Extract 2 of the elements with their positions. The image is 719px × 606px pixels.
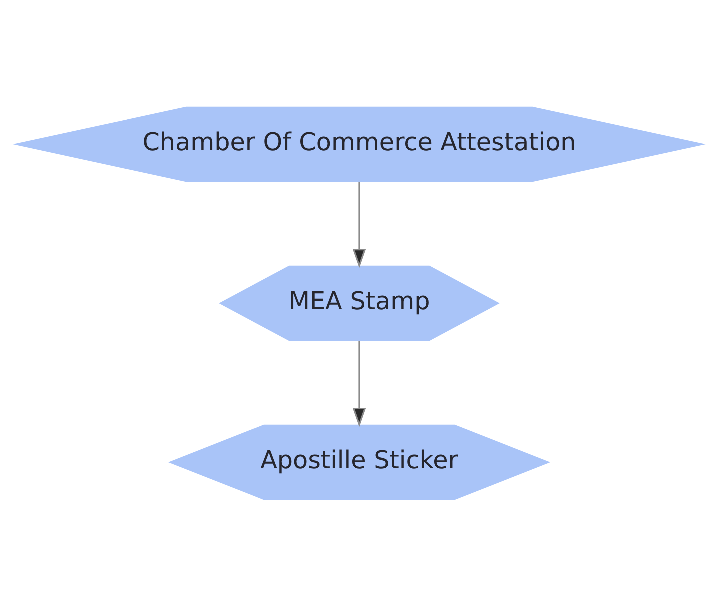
- arrow: [352, 340, 366, 427]
- arrow: [352, 182, 366, 268]
